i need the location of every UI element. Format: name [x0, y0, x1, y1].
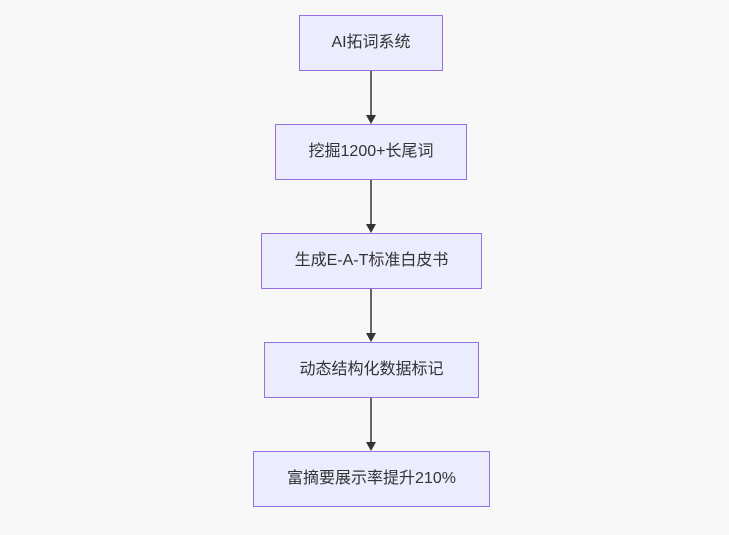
arrow-down-icon [366, 224, 376, 233]
edge-line [370, 289, 372, 333]
flow-node-rich-snippet-rate-increase: 富摘要展示率提升210% [253, 451, 490, 507]
flow-edge-2 [366, 180, 376, 233]
flow-edge-4 [366, 398, 376, 451]
flow-edge-1 [366, 71, 376, 124]
edge-line [370, 71, 372, 115]
edge-line [370, 180, 372, 224]
flow-node-longtail-keyword-mining: 挖掘1200+长尾词 [275, 124, 467, 180]
flow-node-label: AI拓词系统 [331, 34, 411, 51]
flow-node-ai-word-expansion-system: AI拓词系统 [299, 15, 443, 71]
flow-node-label: 挖掘1200+长尾词 [308, 143, 434, 160]
flow-node-label: 富摘要展示率提升210% [287, 470, 456, 487]
edge-line [370, 398, 372, 442]
arrow-down-icon [366, 442, 376, 451]
flow-node-label: 动态结构化数据标记 [299, 361, 444, 378]
arrow-down-icon [366, 333, 376, 342]
flow-node-label: 生成E-A-T标准白皮书 [294, 252, 449, 269]
flow-node-eat-whitepaper-generation: 生成E-A-T标准白皮书 [261, 233, 482, 289]
flow-node-dynamic-structured-data-markup: 动态结构化数据标记 [264, 342, 479, 398]
arrow-down-icon [366, 115, 376, 124]
flow-edge-3 [366, 289, 376, 342]
